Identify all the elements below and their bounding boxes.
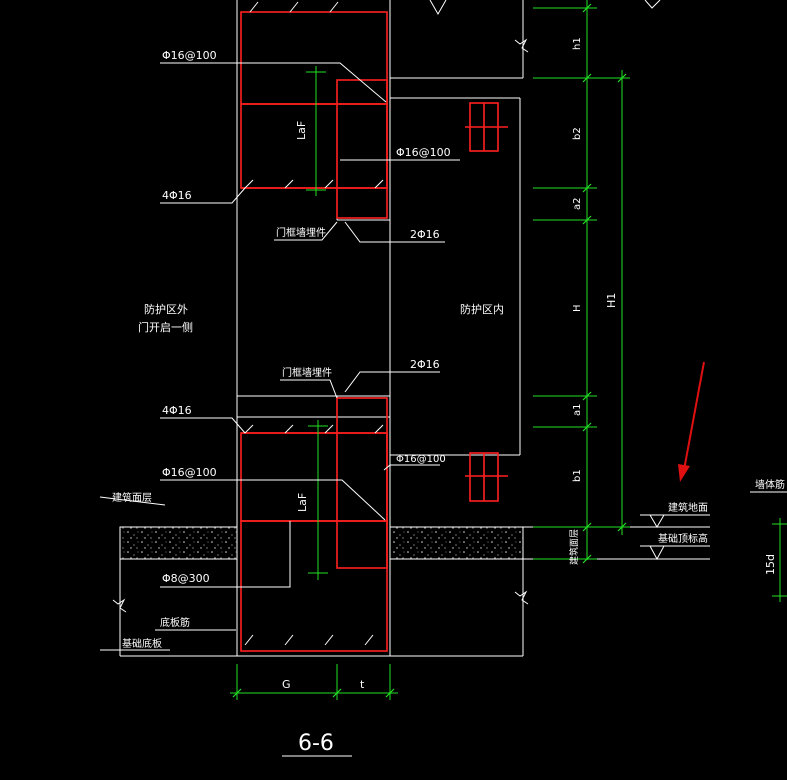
label-anchor-15d: 15d (764, 554, 777, 575)
label-outside-zone: 防护区外 (144, 302, 188, 316)
dimension-lines (230, 0, 787, 700)
leader-lines (155, 62, 787, 631)
annotation-text: Φ16@100 Φ16@100 4Φ16 门框墙埋件 2Φ16 门框墙埋件 2Φ… (112, 37, 785, 756)
label-finish-surface: 建筑地面 (668, 501, 708, 514)
label-top-corner-bars: 2Φ16 (410, 228, 440, 241)
dim-G: G (282, 678, 291, 691)
rebar-cages (240, 11, 508, 652)
label-laf-top: LaF (295, 121, 308, 140)
label-finish-layer: 建筑面层 (112, 491, 152, 504)
label-floor-bars: Φ8@300 (162, 572, 210, 585)
label-laf-bottom: LaF (296, 493, 309, 512)
label-door-side: 门开启一侧 (138, 320, 193, 334)
dim-H: H (572, 304, 583, 312)
label-bottom-right-stirrup: Φ16@100 (396, 454, 446, 465)
dim-t: t (360, 678, 365, 691)
label-finish-layer-vertical: 建筑面层 (568, 529, 580, 565)
dim-a2: a2 (572, 198, 583, 211)
label-base-slab-bars: 底板筋 (160, 616, 190, 629)
dim-a1: a1 (572, 404, 583, 417)
label-mid-right-stirrup: Φ16@100 (396, 146, 451, 159)
label-bottom-embed: 门框墙埋件 (282, 366, 332, 379)
label-top-embed: 门框墙埋件 (276, 226, 326, 239)
label-top-stirrup: Φ16@100 (162, 49, 217, 62)
section-title: 6-6 (298, 731, 334, 756)
break-symbols (112, 0, 661, 613)
label-inside-zone: 防护区内 (460, 302, 504, 316)
dim-b2: b2 (572, 127, 583, 140)
label-bottom-long-bars: 4Φ16 (162, 404, 192, 417)
label-top-long-bars: 4Φ16 (162, 189, 192, 202)
label-bottom-corner-bars: 2Φ16 (410, 358, 440, 371)
dim-b1: b1 (572, 469, 583, 482)
label-wall-rebar: 墙体筋 (755, 478, 785, 491)
red-arrow (678, 361, 705, 482)
dim-H1: H1 (605, 293, 618, 308)
dim-h1-small: h1 (572, 37, 583, 50)
label-base-elevation: 基础顶标高 (658, 532, 708, 545)
label-base-slab: 基础底板 (122, 637, 162, 650)
label-bottom-left-stirrup: Φ16@100 (162, 466, 217, 479)
rebar-hooks (244, 1, 384, 646)
